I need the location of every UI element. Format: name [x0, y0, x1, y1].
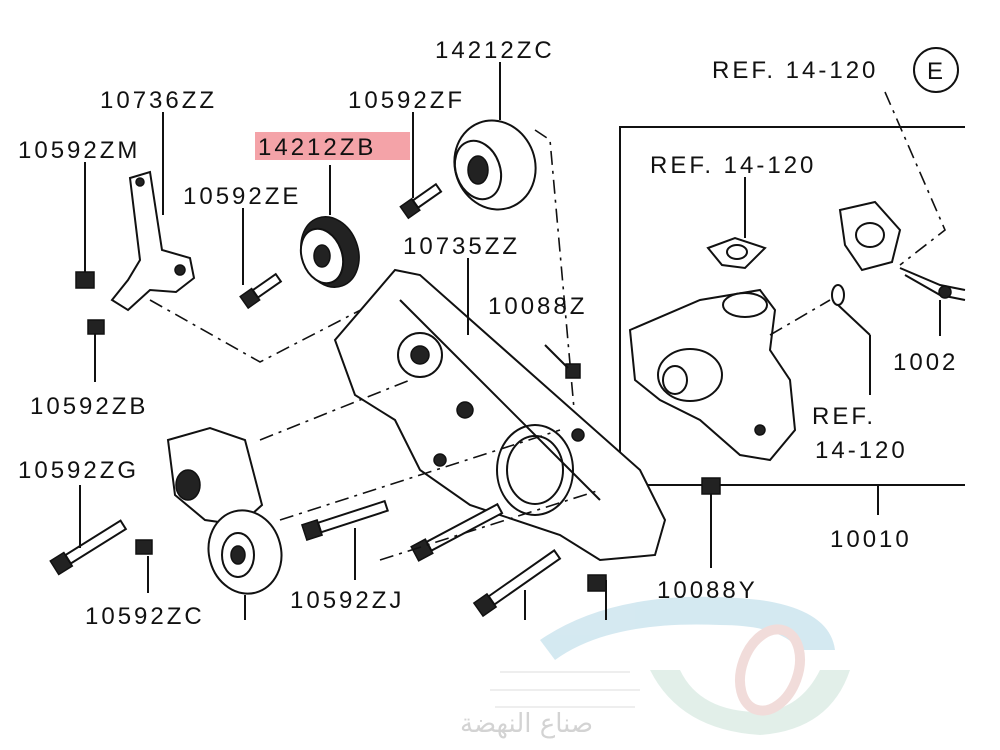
inlet-hole [855, 222, 885, 248]
center-line [149, 299, 381, 363]
center-line [259, 379, 411, 441]
label-14212ZC[interactable]: 14212ZC [435, 37, 555, 64]
label-10592ZM[interactable]: 10592ZM [18, 137, 140, 164]
pulley-14212ZC [453, 119, 537, 211]
bolt-10088Y [701, 477, 721, 495]
bolt-10088Z [565, 363, 581, 379]
label-10592ZF[interactable]: 10592ZF [348, 87, 465, 114]
center-line [279, 429, 561, 521]
center-line [534, 129, 576, 421]
ref-circle-e [913, 47, 959, 93]
label-10088Z[interactable]: 10088Z [488, 293, 587, 320]
label-14212ZB[interactable]: 14212ZB [258, 134, 376, 161]
label-ref-gasket[interactable]: REF. 14-120 [650, 152, 816, 179]
nut-10592ZM [75, 271, 95, 289]
pulley-14212ZB [299, 216, 360, 288]
bolt-10592ZJ [300, 499, 389, 542]
bolt-10592ZB [87, 319, 105, 335]
bolt-10592ZF [399, 182, 443, 220]
water-pump [628, 288, 797, 462]
label-10592ZJ[interactable]: 10592ZJ [290, 587, 404, 614]
label-10088Y[interactable]: 10088Y [657, 577, 758, 604]
label-1002[interactable]: 1002 [893, 349, 958, 376]
label-10592ZC[interactable]: 10592ZC [85, 603, 205, 630]
water-pump-group-box [619, 126, 965, 486]
center-line [379, 489, 601, 561]
center-line [884, 91, 946, 266]
label-10736ZZ[interactable]: 10736ZZ [100, 87, 217, 114]
pipe-clamp [938, 285, 952, 299]
label-10592ZB[interactable]: 10592ZB [30, 393, 148, 420]
tensioner-assembly [166, 426, 283, 595]
pipe-1002 [899, 267, 966, 301]
leader-10088Z [544, 344, 569, 369]
label-ref-oring-2[interactable]: 14-120 [815, 437, 908, 464]
bolt-10592ZG [49, 519, 128, 576]
watermark-text: صناع النهضة [460, 709, 593, 739]
bolt-long-2 [410, 502, 504, 562]
o-ring [831, 284, 845, 306]
highlight-14212ZB [255, 132, 410, 160]
label-ref-14-120-e[interactable]: REF. 14-120 [712, 57, 878, 84]
label-10592ZG[interactable]: 10592ZG [18, 457, 139, 484]
center-line [769, 299, 831, 336]
label-10010[interactable]: 10010 [830, 526, 912, 553]
bolt-10592ZC [135, 539, 153, 555]
bolt-long-3 [472, 549, 562, 618]
label-10735ZZ[interactable]: 10735ZZ [403, 233, 520, 260]
bracket-10735ZZ [333, 268, 667, 562]
label-10592ZE[interactable]: 10592ZE [183, 183, 301, 210]
bolt-10592ZE [239, 272, 283, 310]
leader-line [837, 304, 871, 336]
watermark-logo [490, 596, 850, 735]
bracket-10736ZZ [110, 170, 196, 312]
ref-circle-e-letter[interactable]: E [927, 58, 943, 85]
label-ref-oring-1[interactable]: REF. [812, 403, 876, 430]
gasket-hole [726, 244, 748, 260]
bolt-short [587, 574, 607, 592]
